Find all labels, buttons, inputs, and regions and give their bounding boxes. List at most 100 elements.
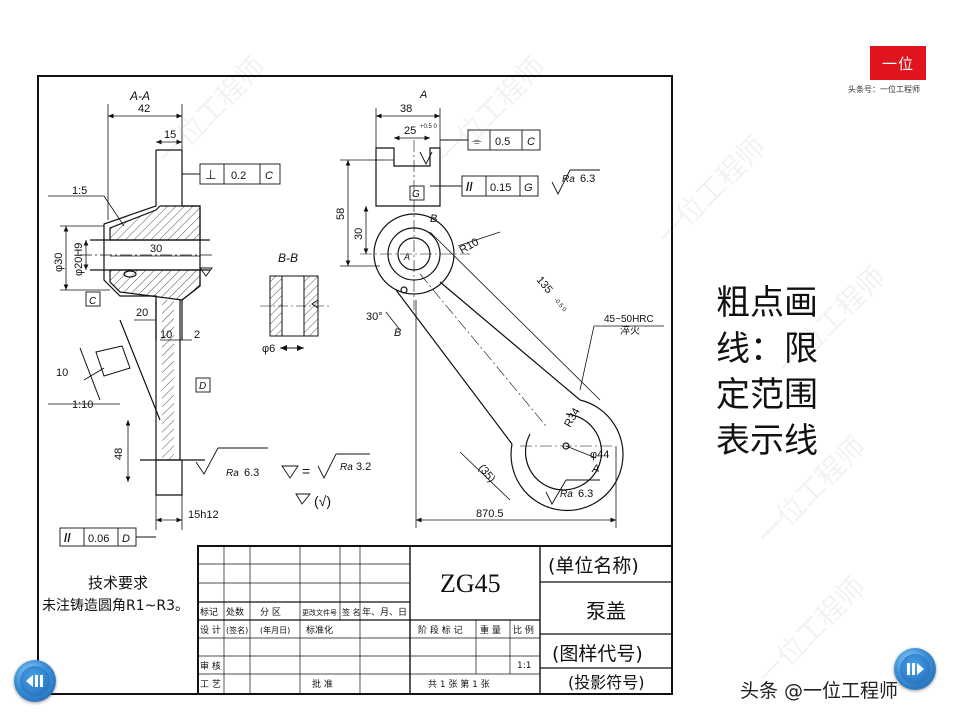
hardness-label: 45~50HRC (604, 314, 654, 325)
roughness-other: (√) (314, 493, 331, 509)
tech-req-title: 技术要求 (88, 574, 148, 592)
dim-10: 10 (160, 329, 172, 341)
roughness-ra-label: Ra (560, 489, 573, 500)
unit-name: (单位名称) (548, 555, 639, 577)
header-cell: 标记 (200, 606, 218, 618)
dim-20: 20 (136, 307, 148, 319)
dim-phi20h9: φ20H9 (73, 243, 85, 276)
roughness-value: 6.3 (244, 467, 259, 479)
prev-icon (20, 666, 50, 696)
taper-1-10: 1:10 (72, 399, 93, 411)
roughness-value: 6.3 (578, 488, 593, 500)
scale-value: 1:1 (517, 661, 531, 671)
dim-phi44: φ44 (590, 449, 609, 461)
dim-25: 25 (404, 125, 416, 137)
title-block-grid (197, 545, 673, 695)
tol-par-ref: G (524, 182, 533, 194)
header-cell: 更改文件号 (302, 608, 337, 617)
roughness-value: 3.2 (356, 461, 371, 473)
tolerance-frame-symmetry (440, 129, 541, 151)
header-cell: 年、月、日 (362, 606, 407, 618)
tol-par-symbol: // (466, 180, 473, 194)
tolerance-frame-parallel (430, 175, 539, 197)
roughness-ra-label: Ra (340, 462, 353, 473)
check-row-cell: 审 核 (200, 660, 221, 672)
dim-15h12: 15h12 (188, 509, 219, 521)
tol-sym-value: 0.5 (495, 136, 510, 148)
dim-phi30: φ30 (53, 253, 65, 272)
caption-line: 线：限 (716, 329, 818, 369)
header-cell: 处数 (226, 606, 244, 618)
section-bb-label: B-B (278, 251, 298, 265)
next-slide-button[interactable] (894, 648, 936, 690)
datum-d: D (199, 381, 206, 392)
dim-135-tol: -0.5 0 (552, 297, 567, 313)
design-row-cell: 设 计 (200, 624, 221, 636)
caption-text: 粗点画 线：限 定范围 表示线 (716, 280, 836, 464)
dim-58: 58 (335, 208, 347, 220)
tolerance-frame-parallel-bottom (59, 527, 156, 547)
section-aa-label: A-A (129, 89, 150, 103)
tol-par-bottom-ref: D (122, 533, 130, 545)
label-b-bottom: B (394, 327, 401, 339)
dim-15: 15 (164, 129, 176, 141)
caption-line: 表示线 (716, 421, 818, 461)
brand-subtitle: 头条号：一位工程师 (848, 85, 920, 94)
header-cell: 分 区 (260, 607, 281, 618)
tolerance-frame-perpendicular (182, 163, 281, 185)
dim-30b: 30 (353, 228, 365, 240)
dimension-lines-aa (48, 104, 200, 530)
section-view-aa (80, 149, 215, 496)
dim-42: 42 (138, 103, 150, 115)
tol-par-bottom-symbol: // (64, 531, 71, 545)
main-view (360, 140, 624, 512)
datum-c: C (89, 296, 97, 307)
label-a-bottom: A (591, 463, 599, 475)
roughness-equals: = (302, 463, 310, 479)
dim-10b: 10 (56, 367, 68, 379)
label-a-top: A (419, 89, 427, 101)
caption-line: 粗点画 (716, 283, 818, 323)
header-cell: 签 名 (342, 607, 361, 617)
tol-perp-ref: C (265, 170, 273, 182)
dim-30: 30 (150, 243, 162, 255)
process-row-cell: 工 艺 (200, 679, 221, 690)
footer-credit: 头条 @一位工程师 (740, 680, 899, 702)
taper-1-5: 1:5 (72, 185, 87, 197)
section-view-bb (260, 275, 330, 351)
approve-row-cell: 批 准 (312, 678, 333, 690)
taper-detail-view (79, 345, 131, 401)
design-row-cell: (年月日) (260, 625, 290, 635)
dim-phi6: φ6 (262, 343, 275, 355)
caption-line: 定范围 (716, 375, 818, 415)
dim-135: 135 (534, 274, 555, 296)
stage-mark-label: 阶 段 标 记 (418, 624, 463, 636)
part-name: 泵盖 (586, 599, 626, 623)
design-row-cell: (签名) (226, 625, 248, 635)
drawing-number: (图样代号) (552, 643, 643, 665)
dim-2: 2 (194, 329, 200, 341)
dim-38: 38 (400, 103, 412, 115)
roughness-symbols (195, 151, 600, 505)
tol-perp-value: 0.2 (231, 170, 246, 182)
tol-par-bottom-value: 0.06 (88, 533, 109, 545)
weight-label: 重 量 (480, 624, 501, 636)
brand-logo: 一位 (870, 46, 926, 80)
roughness-ra-label: Ra (226, 468, 239, 479)
label-a-hub: A (403, 252, 410, 262)
scale-label: 比 例 (513, 624, 534, 636)
datum-g: G (412, 189, 420, 200)
tol-sym-symbol: ⌯ (472, 134, 482, 148)
dim-25-tol: +0.5 0 (420, 124, 438, 130)
main-dimensions (340, 108, 664, 528)
material: ZG45 (440, 569, 501, 598)
tech-req-note: 未注铸造圆角R1~R3。 (42, 598, 189, 614)
roughness-value: 6.3 (580, 173, 595, 185)
dim-870: 870.5 (476, 508, 504, 520)
prev-slide-button[interactable] (14, 660, 56, 702)
dim-30deg: 30° (366, 311, 383, 323)
label-b-top: B (430, 213, 437, 225)
tol-perp-symbol: ⊥ (205, 167, 216, 182)
